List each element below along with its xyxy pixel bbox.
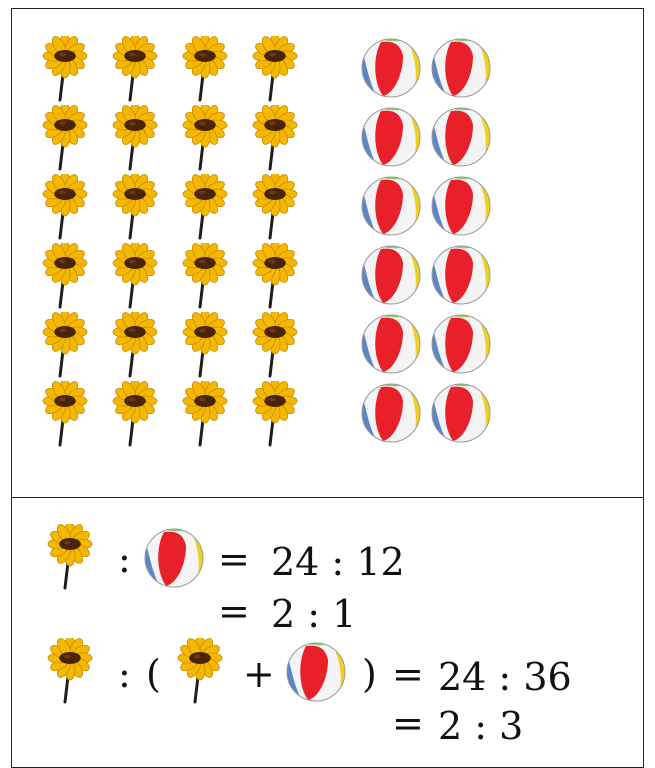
beach-ball-icon bbox=[142, 526, 206, 590]
sunflower-icon bbox=[170, 638, 230, 704]
sunflower-icon bbox=[175, 36, 235, 102]
sunflower-icon bbox=[35, 381, 95, 447]
sunflower-icon bbox=[245, 174, 305, 240]
beach-ball-icon bbox=[359, 105, 423, 169]
equals-sign: = bbox=[392, 652, 424, 696]
beach-ball-icon bbox=[359, 36, 423, 100]
sunflower-icon bbox=[105, 174, 165, 240]
sunflower-icon bbox=[35, 36, 95, 102]
sunflower-icon bbox=[245, 105, 305, 171]
beach-ball-icon bbox=[429, 105, 493, 169]
beach-ball-icon bbox=[429, 312, 493, 376]
beach-ball-icon bbox=[359, 174, 423, 238]
ratio-value: 24 : 36 bbox=[438, 655, 572, 699]
close-paren: ) bbox=[362, 652, 377, 696]
picture-panel bbox=[0, 0, 655, 497]
sunflower-icon bbox=[35, 105, 95, 171]
ratio-value: 24 : 12 bbox=[271, 540, 405, 584]
ratio-value-simplified: 2 : 3 bbox=[438, 704, 524, 748]
sunflower-icon bbox=[245, 381, 305, 447]
ratio-value-simplified: 2 : 1 bbox=[271, 592, 357, 636]
beach-ball-icon bbox=[359, 312, 423, 376]
plus-sign: + bbox=[243, 652, 275, 696]
sunflower-icon bbox=[105, 243, 165, 309]
sunflower-icon bbox=[40, 524, 100, 590]
sunflower-icon bbox=[35, 174, 95, 240]
sunflower-icon bbox=[175, 381, 235, 447]
section-divider bbox=[11, 497, 644, 498]
sunflower-icon bbox=[175, 243, 235, 309]
equals-sign: = bbox=[392, 701, 424, 745]
sunflower-icon bbox=[245, 36, 305, 102]
sunflower-icon bbox=[35, 312, 95, 378]
beach-ball-icon bbox=[284, 640, 348, 704]
equals-sign: = bbox=[218, 537, 250, 581]
sunflower-icon bbox=[175, 312, 235, 378]
sunflower-icon bbox=[245, 312, 305, 378]
sunflower-icon bbox=[105, 105, 165, 171]
sunflower-icon bbox=[175, 174, 235, 240]
equals-sign: = bbox=[218, 589, 250, 633]
ratio-separator: : bbox=[118, 652, 131, 696]
sunflower-icon bbox=[175, 105, 235, 171]
ratio-separator: : bbox=[118, 537, 131, 581]
beach-ball-icon bbox=[429, 174, 493, 238]
open-paren: ( bbox=[146, 652, 161, 696]
sunflower-icon bbox=[105, 381, 165, 447]
beach-ball-icon bbox=[429, 36, 493, 100]
beach-ball-icon bbox=[359, 381, 423, 445]
sunflower-icon bbox=[105, 36, 165, 102]
sunflower-icon bbox=[105, 312, 165, 378]
beach-ball-icon bbox=[359, 243, 423, 307]
sunflower-icon bbox=[245, 243, 305, 309]
sunflower-icon bbox=[35, 243, 95, 309]
beach-ball-icon bbox=[429, 243, 493, 307]
beach-ball-icon bbox=[429, 381, 493, 445]
sunflower-icon bbox=[40, 638, 100, 704]
